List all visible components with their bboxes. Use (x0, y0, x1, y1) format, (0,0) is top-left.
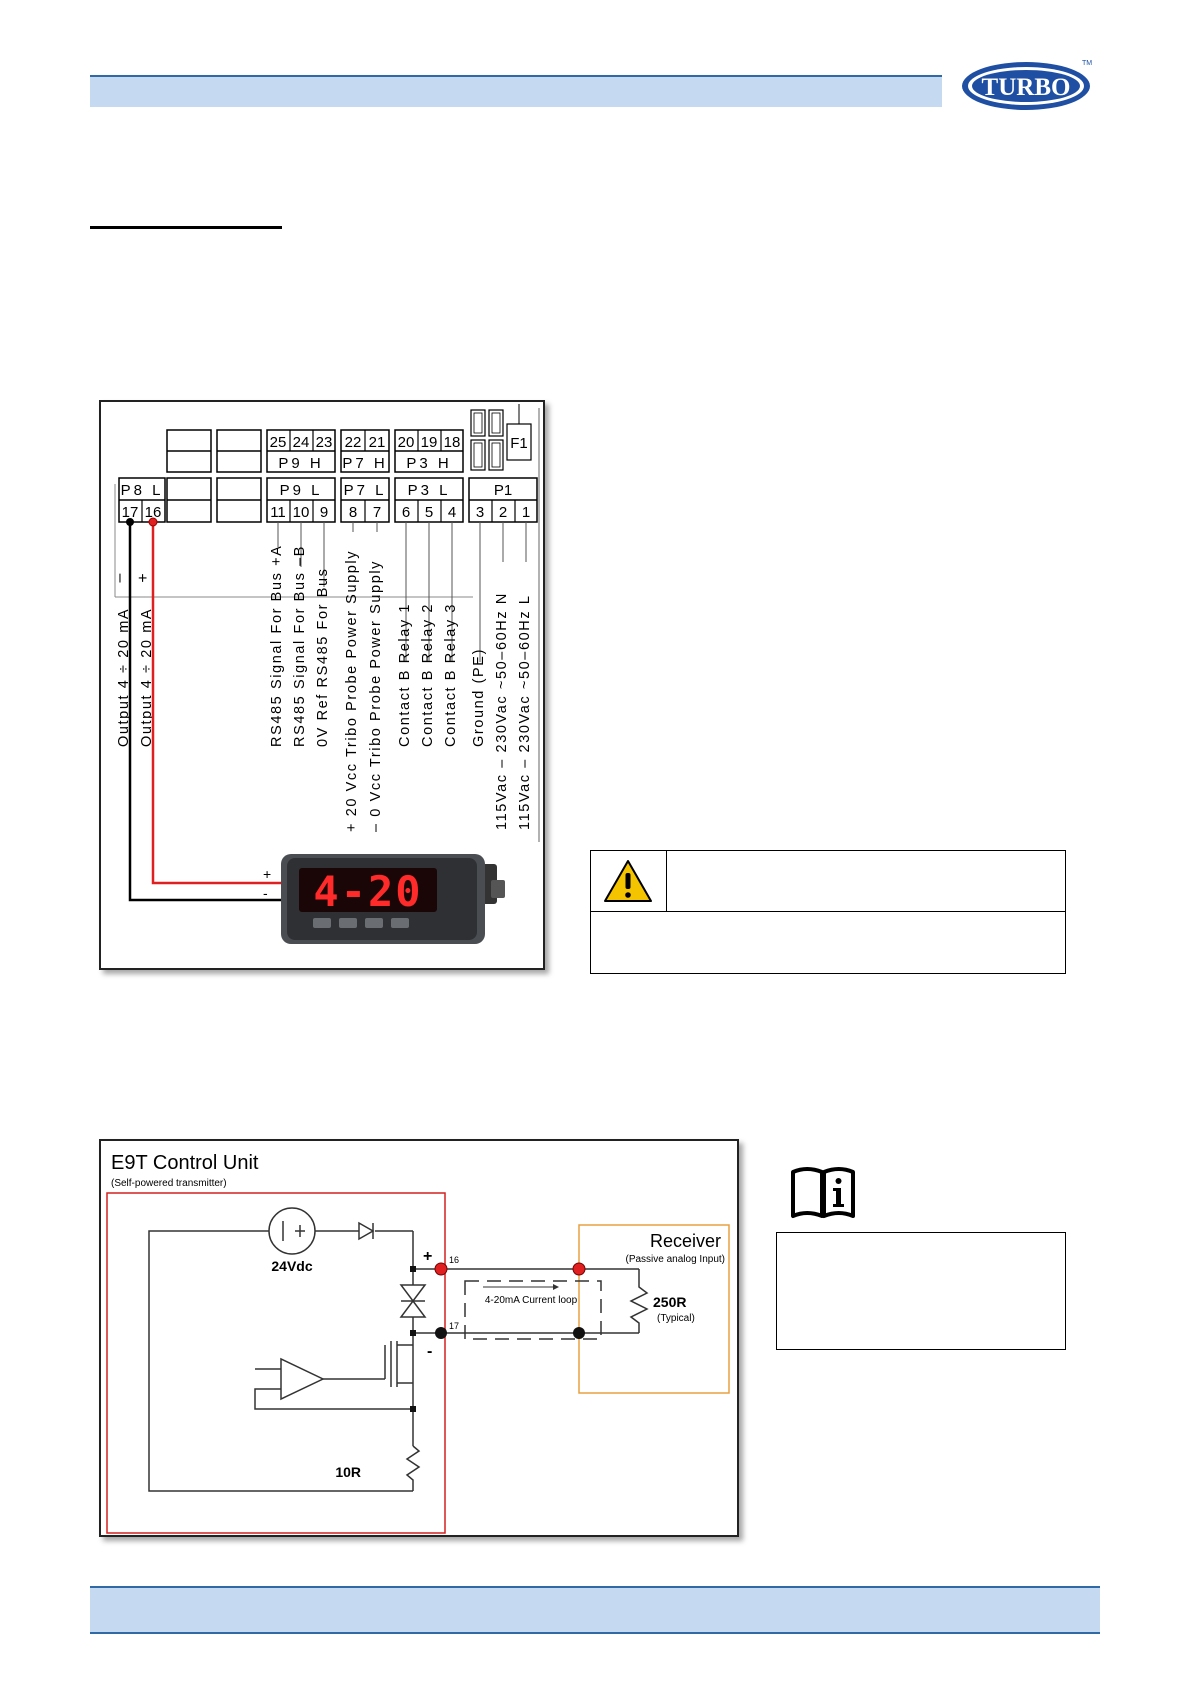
pin-11: 11 (270, 504, 286, 521)
pin17-sign: – (111, 573, 128, 582)
current-loop-circuit-figure: E9T Control Unit (Self-powered transmitt… (99, 1139, 739, 1537)
load-note: (Typical) (657, 1313, 695, 1324)
supply-label: 24Vdc (271, 1258, 312, 1274)
circuit-subtitle: (Self-powered transmitter) (111, 1178, 227, 1189)
section-heading-underline (90, 226, 282, 229)
manual-info-icon (791, 1167, 855, 1218)
footer-bar (90, 1586, 1100, 1634)
pin-20: 20 (398, 434, 415, 451)
pin2-label: 115Vac – 230Vac ~50–60Hz N (494, 592, 510, 830)
pin4-label: Contact B Relay 3 (443, 603, 459, 747)
group-p9l-label: P9 L (280, 482, 323, 499)
pin-9: 9 (320, 504, 328, 521)
pin-23: 23 (316, 434, 333, 451)
warning-icon (604, 860, 652, 902)
logo-tm: TM (1082, 60, 1092, 67)
group-p8l-label: P8 L (121, 482, 164, 499)
pin-17: 17 (122, 504, 139, 521)
terminal-17-label: 17 (449, 1321, 459, 1331)
pin-25: 25 (270, 434, 287, 451)
pin3-label: Ground (PE) (471, 648, 487, 747)
pin-21: 21 (369, 434, 386, 451)
pin1-label: 115Vac – 230Vac ~50–60Hz L (517, 595, 533, 830)
fuse-label: F1 (510, 435, 528, 452)
group-p3l-label: P3 L (408, 482, 451, 499)
header-bar (90, 75, 942, 107)
pin-19: 19 (421, 434, 438, 451)
display-value: 4-20 (313, 867, 422, 916)
group-p9h-label: P9 H (278, 455, 323, 472)
pin-8: 8 (349, 504, 357, 521)
logo-text: TURBO (982, 74, 1071, 101)
pin-3: 3 (476, 504, 484, 521)
terminal-16-dot (434, 1262, 448, 1276)
pin-4: 4 (448, 504, 456, 521)
turbo-logo: TURBO TM (958, 56, 1104, 112)
pin11-label: RS485 Signal For Bus +A (269, 545, 285, 747)
pin8-label: + 20 Vcc Tribo Probe Power Supply (344, 550, 360, 832)
load-label: 250R (653, 1294, 686, 1310)
pin16-dot (148, 517, 158, 527)
group-p7h-label: P7 H (342, 455, 387, 472)
loop-label: 4-20mA Current loop (485, 1295, 578, 1306)
pin5-label: Contact B Relay 2 (420, 603, 436, 747)
pin-16: 16 (145, 504, 162, 521)
group-p1-label: P1 (494, 482, 512, 499)
positive-wire (151, 522, 284, 885)
group-p3h-label: P3 H (406, 455, 451, 472)
pin9-label: 0V Ref RS485 For Bus (315, 568, 331, 748)
pin6-label: Contact B Relay 1 (397, 603, 413, 747)
pin-1: 1 (522, 504, 530, 521)
pin-7: 7 (373, 504, 381, 521)
pin10-label: RS485 Signal For Bus –B (292, 545, 308, 747)
plus-sign: + (423, 1248, 432, 1265)
display-minus: - (263, 885, 268, 901)
receiver-plus-dot (572, 1262, 586, 1276)
pin-10: 10 (293, 504, 310, 521)
terminal-wiring-figure: 25 24 23 P9 H 22 21 P7 H 20 19 18 P3 H F… (99, 400, 545, 970)
pin-24: 24 (293, 434, 310, 451)
info-box (776, 1232, 1066, 1350)
pin7-label: – 0 Vcc Tribo Probe Power Supply (368, 560, 384, 832)
receiver-minus-dot (573, 1327, 585, 1339)
pin16-label: Output 4 ÷ 20 mA (139, 608, 155, 747)
pin-2: 2 (499, 504, 507, 521)
pin17-label: Output 4 ÷ 20 mA (116, 608, 132, 747)
panel-meter: 4-20 (281, 854, 505, 944)
pin-22: 22 (345, 434, 362, 451)
sense-label: 10R (335, 1464, 361, 1480)
pin-18: 18 (444, 434, 461, 451)
pin-5: 5 (425, 504, 433, 521)
negative-wire (128, 522, 284, 902)
circuit-title: E9T Control Unit (111, 1152, 259, 1174)
minus-sign: - (427, 1343, 432, 1360)
terminal-17-dot (435, 1327, 447, 1339)
terminal-16-label: 16 (449, 1255, 459, 1265)
pin17-dot (126, 518, 134, 526)
receiver-title: Receiver (650, 1231, 721, 1251)
pin16-sign: + (135, 573, 152, 582)
pin-6: 6 (402, 504, 410, 521)
receiver-subtitle: (Passive analog Input) (625, 1254, 725, 1265)
group-p7l-label: P7 L (344, 482, 387, 499)
display-plus: + (263, 866, 271, 882)
warning-box (590, 850, 1066, 974)
